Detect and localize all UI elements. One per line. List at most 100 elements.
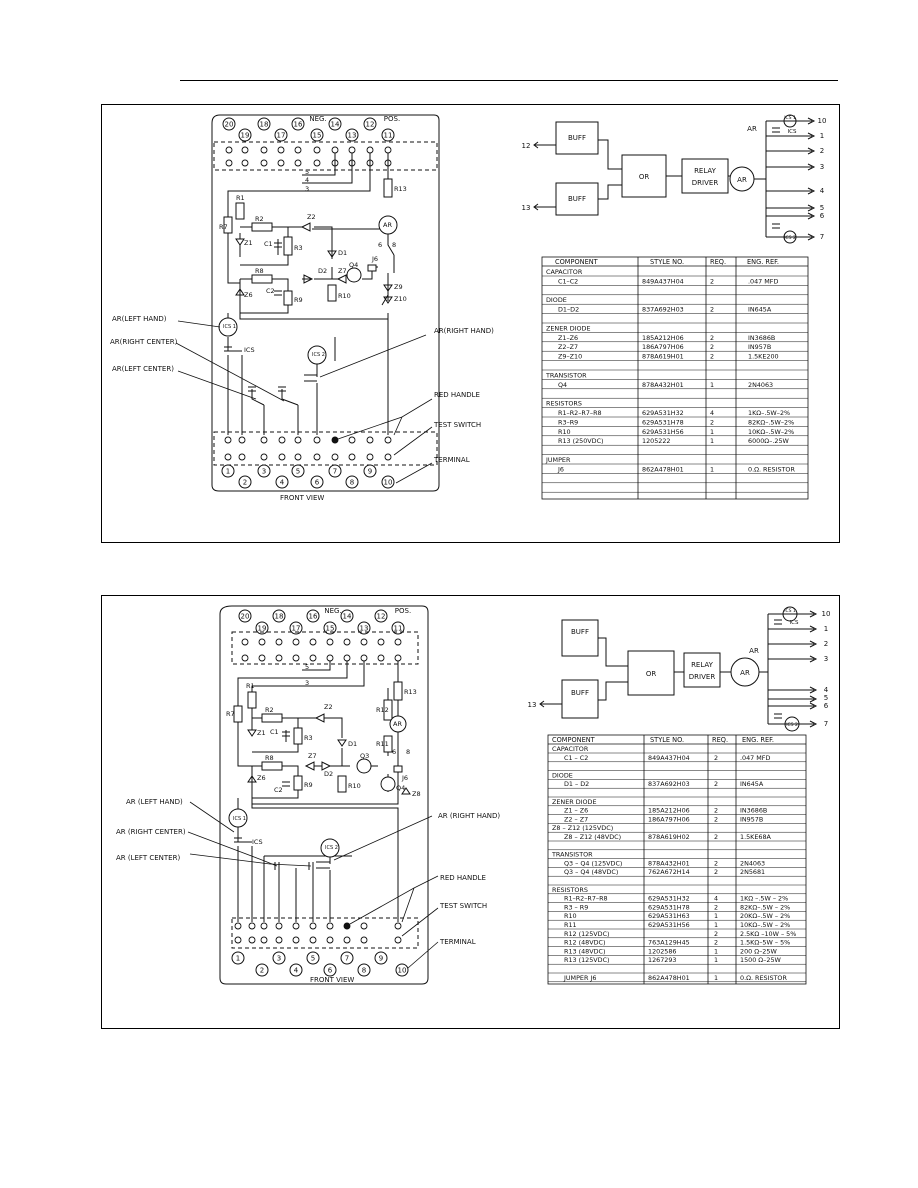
diagram-label: 6 [378, 241, 382, 249]
diagram-label: J6 [371, 255, 378, 263]
diagram-label: DRIVER [692, 179, 719, 187]
table-cell: 2 [710, 277, 714, 285]
table-cell: 1202586 [648, 947, 676, 955]
diagram-label: Z1 [257, 729, 266, 737]
zener-z6 [235, 288, 245, 296]
table-cell: IN957B [740, 815, 763, 823]
diagram-label: BUFF [568, 134, 586, 142]
diagram-label: 7 [333, 468, 337, 476]
diagram-label: REQ. [712, 736, 728, 744]
table-cell: R10 [558, 428, 571, 436]
table-cell: 1.5KE68A [740, 833, 772, 841]
diagram-label: 5 [296, 468, 300, 476]
component-table-1 [541, 256, 809, 500]
top-pin-row [241, 638, 402, 662]
table-cell: J6 [557, 465, 564, 473]
diagram-label: 12 [522, 142, 531, 150]
zener-z2 [300, 222, 311, 232]
table-1-header: COMPONENT STYLE NO. REQ. ENG. REF. [555, 258, 779, 266]
terminal-18: 18 [260, 121, 269, 129]
resistors [223, 178, 393, 306]
table-cell: R13 (125VDC) [564, 956, 610, 964]
resistor-r10 [327, 284, 337, 302]
top-terminal-labels: 20 18 16 NEG. 14 12 POS. 19 17 15 13 11 [225, 115, 401, 140]
callout-red-handle: RED HANDLE [440, 874, 486, 882]
resistor-r2 [251, 222, 273, 232]
table-cell: R11 [564, 921, 577, 929]
bottom-terminal-labels: 1 3 5 7 9 2 4 6 8 10 [236, 955, 407, 975]
diagram-label: NEG. [324, 607, 341, 615]
table-cell: 629A531H78 [642, 418, 684, 426]
callout-red-handle: RED HANDLE [434, 391, 480, 399]
table-cell: 2N5681 [740, 868, 765, 876]
bottom-pin-row [224, 436, 392, 461]
diagram-label: 9 [379, 955, 383, 963]
zener-z9 [383, 284, 393, 292]
table-cell: 2 [710, 334, 714, 342]
table-cell: Z8 – Z12 (125VDC) [552, 824, 613, 832]
zener-z7 [304, 761, 315, 771]
diagram-label: Z7 [308, 752, 317, 760]
diagram-label: 7 [820, 233, 824, 241]
diagram-label: 6 [820, 212, 825, 220]
terminal-17: 17 [277, 132, 286, 140]
table-cell: 763A129H45 [648, 939, 690, 947]
table-cell: 2 [710, 353, 714, 361]
table-cell: DIODE [552, 771, 573, 779]
table-cell: 1KΩ–.5W–2% [748, 409, 790, 417]
table-cell: 2 [714, 903, 718, 911]
table-cell: R13 (250VDC) [558, 437, 604, 445]
diagram-label: 10 [818, 117, 827, 125]
table-cell: 849A437H04 [648, 754, 690, 762]
diagram-label: 8 [392, 241, 396, 249]
bottom-terminal-block [231, 917, 419, 949]
diagram-label: Z6 [257, 774, 266, 782]
diagram-label: 5 [311, 955, 315, 963]
callout-ar-left-hand: AR (LEFT HAND) [126, 798, 183, 806]
diagram-label: 1 [226, 468, 230, 476]
diagram-label: REQ. [710, 258, 726, 266]
diagram-label: ICS 1 [784, 608, 796, 614]
diagram-label: BUFF [568, 195, 586, 203]
diagram-label: 4 [294, 967, 299, 975]
diagram-label: R1 [236, 194, 245, 202]
table-cell: Z1–Z6 [558, 334, 578, 342]
table-cell: 2 [714, 815, 718, 823]
zener-z2 [314, 713, 325, 723]
zener-z7 [336, 274, 347, 284]
diagram-label: 6 [328, 967, 333, 975]
semiconductors [224, 222, 393, 392]
diagram-label: STYLE NO. [650, 736, 684, 744]
diagram-label: 1 [236, 955, 240, 963]
diagram-label: 16 [309, 613, 318, 621]
block-labels: BUFF BUFF OR RELAY DRIVER AR 13 AR ICS 1… [528, 608, 831, 728]
diode-d2 [303, 274, 314, 284]
callout-leaders [187, 801, 439, 969]
table-cell: .047 MFD [748, 277, 778, 285]
schematic-labels: R1 R7 R2 R3 R13 R12 R8 R9 R10 R11 C1 C2 … [226, 663, 421, 851]
table-cell: 878A619H01 [642, 353, 684, 361]
table-cell: 878A432H01 [642, 381, 684, 389]
top-terminal-labels: 20 18 16 NEG. 14 12 POS. 19 17 15 13 11 [241, 607, 412, 633]
terminal-12: 12 [366, 121, 375, 129]
diagram-label: C1 [270, 728, 279, 736]
top-terminal-block [213, 141, 438, 171]
table-cell: 185A212H06 [648, 807, 690, 815]
table-cell: 2 [714, 868, 718, 876]
schematic-panel-top: 20 18 16 NEG. 14 12 POS. 19 17 15 13 11 [101, 104, 840, 543]
diagram-label: 5 [305, 663, 309, 671]
diagram-label: 18 [275, 613, 284, 621]
schematic-wiring [237, 661, 399, 922]
diagram-label: 2 [820, 147, 824, 155]
diagram-label: AR [393, 720, 402, 728]
table-cell: IN645A [740, 780, 764, 788]
diagram-label: 13 [522, 204, 531, 212]
callout-test-switch: TEST SWITCH [433, 421, 481, 429]
diagram-label: 13 [360, 625, 369, 633]
table-cell: DIODE [546, 296, 567, 304]
diagram-label: ICS 1 [233, 816, 246, 822]
table-cell: ZENER DIODE [552, 798, 597, 806]
diagram-label: 7 [345, 955, 349, 963]
table-cell: 2.5KΩ –10W – 5% [740, 930, 796, 938]
diagram-label: D1 [348, 740, 357, 748]
